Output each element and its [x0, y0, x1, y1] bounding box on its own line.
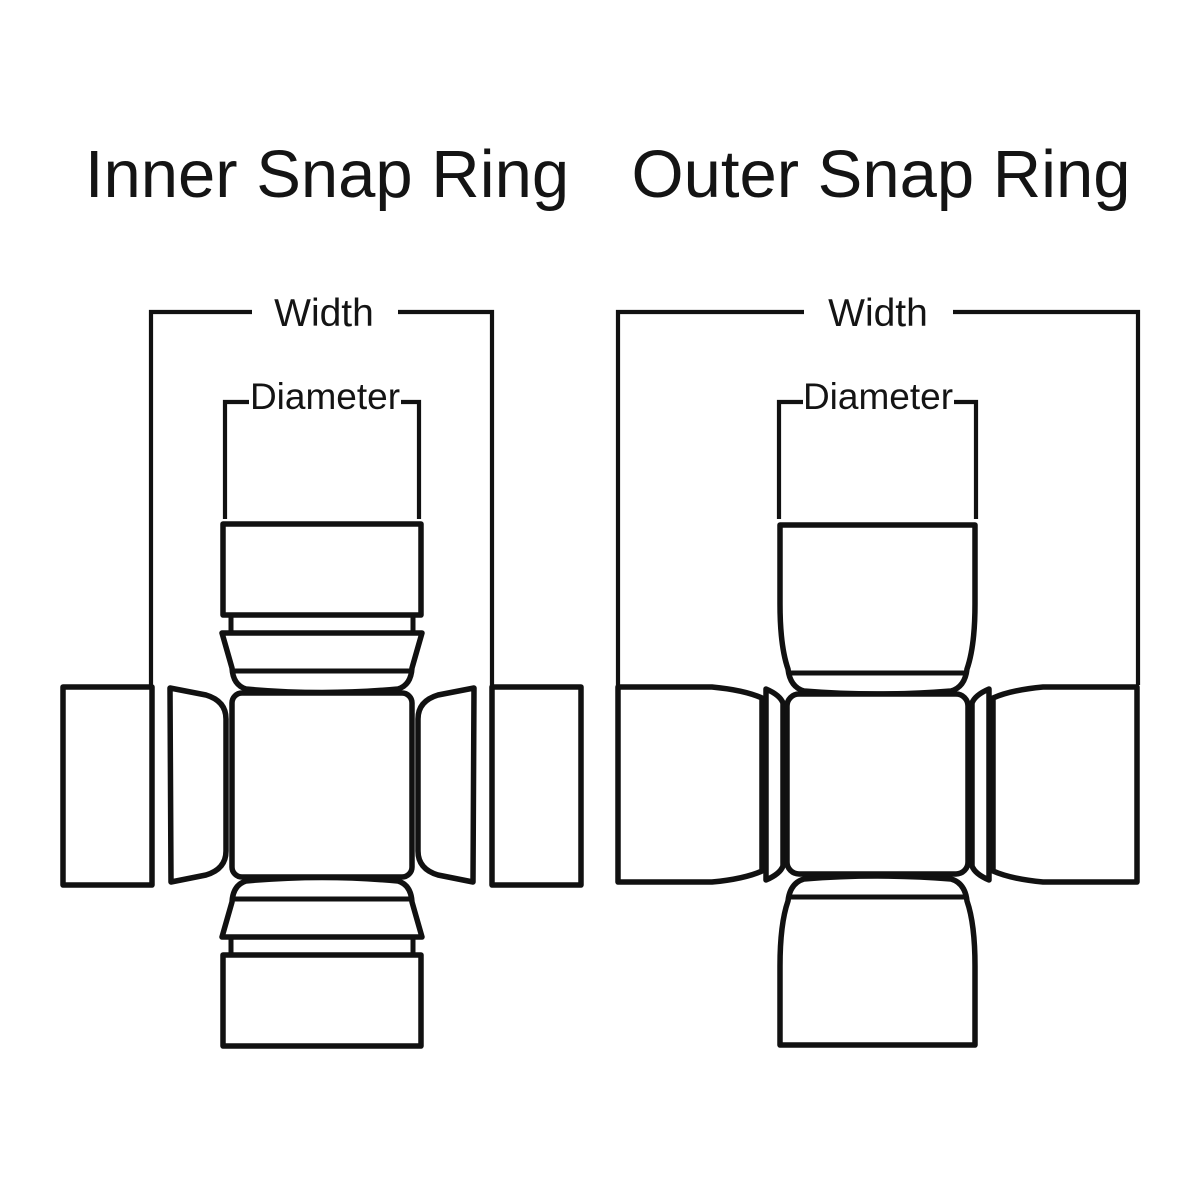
inner-left-seal-flare — [167, 685, 229, 885]
inner-diameter-label: Diameter — [250, 376, 400, 417]
inner-center-body — [229, 690, 415, 880]
outer-ujoint-cross — [615, 522, 1140, 1048]
outer-right-snap-ring — [969, 686, 992, 883]
inner-bottom-cap — [220, 952, 424, 1049]
outer-width-dimension: Width — [615, 292, 1141, 686]
outer-width-dimension-lines — [615, 309, 1141, 686]
inner-right-cap — [489, 684, 584, 888]
inner-width-dimension-lines — [148, 309, 495, 686]
outer-left-snap-ring — [763, 686, 786, 883]
outer-diameter-label: Diameter — [803, 376, 953, 417]
outer-left-cap — [615, 684, 765, 885]
inner-bottom-seal-flare — [219, 874, 425, 940]
inner-left-cap — [60, 684, 155, 888]
outer-diagram-title: Outer Snap Ring — [631, 137, 1130, 212]
inner-top-cap — [220, 521, 424, 618]
outer-top-cap — [777, 522, 978, 697]
inner-ujoint-cross — [60, 521, 584, 1049]
inner-top-seal-flare — [219, 630, 425, 696]
inner-width-label: Width — [274, 292, 374, 335]
outer-bottom-cap — [777, 873, 978, 1048]
outer-diameter-dimension-lines — [776, 399, 979, 519]
inner-diagram-title: Inner Snap Ring — [85, 137, 569, 212]
outer-snap-ring-diagram: Outer Snap Ring Width Diameter — [615, 137, 1141, 1048]
outer-right-cap — [990, 684, 1140, 885]
outer-center-body — [784, 691, 971, 877]
outer-width-label: Width — [828, 292, 928, 335]
inner-right-seal-flare — [415, 685, 477, 885]
inner-diameter-dimension: Diameter — [222, 376, 422, 519]
inner-diameter-dimension-lines — [222, 399, 422, 519]
inner-snap-ring-diagram: Inner Snap Ring Width Diameter — [60, 137, 584, 1049]
inner-width-dimension: Width — [148, 292, 495, 686]
outer-diameter-dimension: Diameter — [776, 376, 979, 519]
